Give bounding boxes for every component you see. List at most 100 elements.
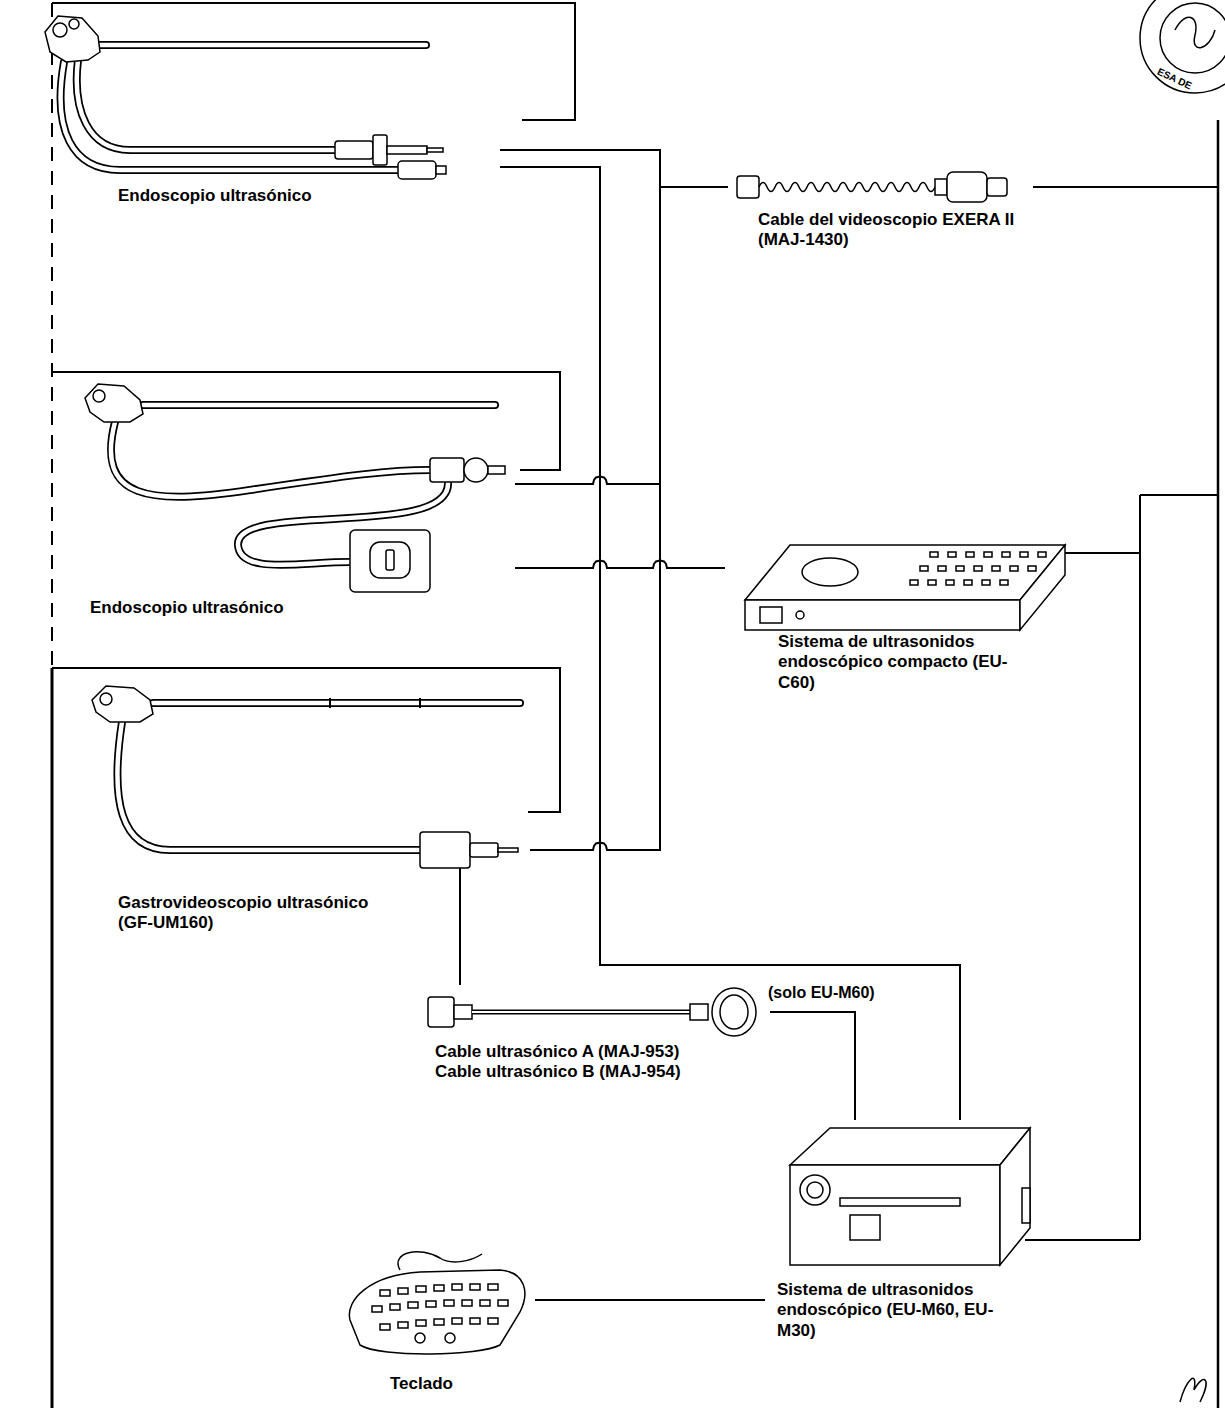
endoscope-illustration-part xyxy=(143,403,495,408)
processor-illustration-part xyxy=(790,1128,1030,1165)
processor-illustration-part xyxy=(800,1175,830,1205)
ultrasound-cable: Cable ultrasónico A (MAJ-953)Cable ultra… xyxy=(420,985,770,1087)
connector-wire xyxy=(515,561,725,569)
processor-illustration-part xyxy=(850,1215,880,1240)
processor-illustration-part xyxy=(802,558,858,586)
endoscope-illustration-part xyxy=(77,60,335,150)
stamp xyxy=(1140,0,1225,93)
processor-illustration xyxy=(790,1128,1030,1265)
signal-wire-part xyxy=(1033,186,1218,188)
processor-illustration-part xyxy=(796,611,804,619)
processor-illustration-part xyxy=(745,600,1020,630)
ultrasound-cable-illustration-part xyxy=(472,1010,690,1015)
node-label: Sistema de ultrasonidos endoscópico (EU-… xyxy=(777,1280,1005,1341)
node-label: Gastrovideoscopio ultrasónico (GF-UM160) xyxy=(118,893,378,934)
endoscope-illustration-part xyxy=(427,148,443,152)
frame-line xyxy=(52,3,1218,1408)
gastrovideoscope-illustration xyxy=(92,686,520,868)
ultrasound-cable-illustration xyxy=(428,988,756,1036)
node-label: Endoscopio ultrasónico xyxy=(90,598,352,618)
endoscope-illustration-part xyxy=(93,390,105,402)
ultrasound-cable-illustration-part xyxy=(472,1011,690,1013)
node-label: Cable ultrasónico B (MAJ-954) xyxy=(435,1062,765,1082)
video-cable-illustration-part xyxy=(947,172,987,202)
endoscope-illustration-part xyxy=(69,19,79,29)
processor-illustration-part xyxy=(910,552,1046,585)
signal-wire-part xyxy=(1025,495,1218,1240)
connector-wire xyxy=(459,938,461,985)
endoscope-unit: Endoscopio ultrasónico xyxy=(80,380,515,623)
processor-illustration xyxy=(745,545,1065,630)
keyboard-illustration xyxy=(349,1252,524,1354)
ultrasound-cable-illustration-part xyxy=(454,1005,472,1019)
keyboard-illustration-part xyxy=(349,1270,524,1354)
keyboard-illustration-part xyxy=(398,1252,482,1270)
gastrovideoscope-illustration-part xyxy=(100,693,112,705)
signal-wire-part xyxy=(459,868,461,938)
gastrovideoscope-illustration-part xyxy=(117,722,420,850)
connector-wire xyxy=(535,1299,765,1301)
gastrovideoscope-illustration-part xyxy=(117,722,420,850)
gastrovideoscope: Gastrovideoscopio ultrasónico (GF-UM160) xyxy=(90,680,530,938)
node-label: Endoscopio ultrasónico xyxy=(118,186,418,206)
connector-wire xyxy=(770,1012,855,1120)
endoscope-illustration-part xyxy=(143,401,495,409)
frame-line-part xyxy=(52,372,560,470)
node-label: Teclado xyxy=(390,1374,520,1394)
endoscope-illustration-part xyxy=(335,141,373,159)
gastrovideoscope-illustration-part xyxy=(153,701,520,706)
gastrovideoscope-illustration-part xyxy=(92,686,153,722)
endoscope-illustration-part xyxy=(370,542,410,578)
gastrovideoscope-illustration-part xyxy=(470,843,498,857)
ultrasound-processor: Sistema de ultrasonidos endoscópico comp… xyxy=(725,535,1070,698)
endoscope-illustration xyxy=(45,16,446,179)
keyboard-illustration-part xyxy=(415,1333,425,1343)
video-cable: Cable del videoscopio EXERA II (MAJ-1430… xyxy=(728,165,1033,255)
processor-illustration-part xyxy=(807,1182,823,1198)
stamp-part xyxy=(1140,0,1225,93)
endoscope-illustration-part xyxy=(488,466,505,474)
keyboard: Teclado xyxy=(340,1262,535,1399)
endoscope-illustration-part xyxy=(45,16,100,62)
processor-illustration-part xyxy=(840,1198,960,1206)
processor-illustration-part xyxy=(1000,1128,1030,1265)
gastrovideoscope-illustration-part xyxy=(330,698,420,708)
connector-wire xyxy=(515,187,728,484)
video-cable-illustration-part xyxy=(759,183,935,192)
frame-line-part xyxy=(1217,120,1220,1408)
keyboard-illustration-part xyxy=(372,1284,508,1330)
frame-line-part xyxy=(51,668,54,1408)
stamp-part xyxy=(1175,17,1215,47)
endoscope-illustration xyxy=(85,384,505,592)
endoscope-illustration-part xyxy=(430,458,464,482)
endoscope-illustration-part xyxy=(95,43,426,48)
stamp-text: ESA DE xyxy=(1155,66,1193,92)
signal-wire xyxy=(460,187,1218,1240)
processor-illustration-part xyxy=(745,545,1065,600)
ultrasound-cable-illustration-part xyxy=(690,1004,708,1020)
gastrovideoscope-illustration-part xyxy=(420,832,470,868)
frame-line-part xyxy=(52,668,560,812)
endoscope-illustration-part xyxy=(95,41,426,49)
ultrasound-cable-illustration-part xyxy=(712,988,756,1036)
connector-wire xyxy=(500,150,728,187)
endoscope-illustration-part xyxy=(53,23,67,37)
node-label: Cable del videoscopio EXERA II (MAJ-1430… xyxy=(758,210,1028,251)
endoscope-illustration-part xyxy=(77,60,335,150)
processor-illustration-part xyxy=(1022,1188,1030,1223)
stamp-part xyxy=(1160,3,1225,73)
endoscope-illustration-part xyxy=(464,458,488,482)
frame-line-part xyxy=(51,3,53,668)
gastrovideoscope-illustration-part xyxy=(498,848,518,852)
node-label: Sistema de ultrasonidos endoscópico comp… xyxy=(778,632,1013,693)
video-cable-illustration-part xyxy=(987,178,1007,196)
node-label: Cable ultrasónico A (MAJ-953) xyxy=(435,1042,765,1062)
endoscope-illustration-part xyxy=(111,422,430,497)
endoscope-illustration-part xyxy=(61,62,398,170)
signature-part xyxy=(1180,1378,1206,1402)
endoscope-illustration-part xyxy=(387,146,427,154)
endoscope-illustration-part xyxy=(85,384,143,422)
